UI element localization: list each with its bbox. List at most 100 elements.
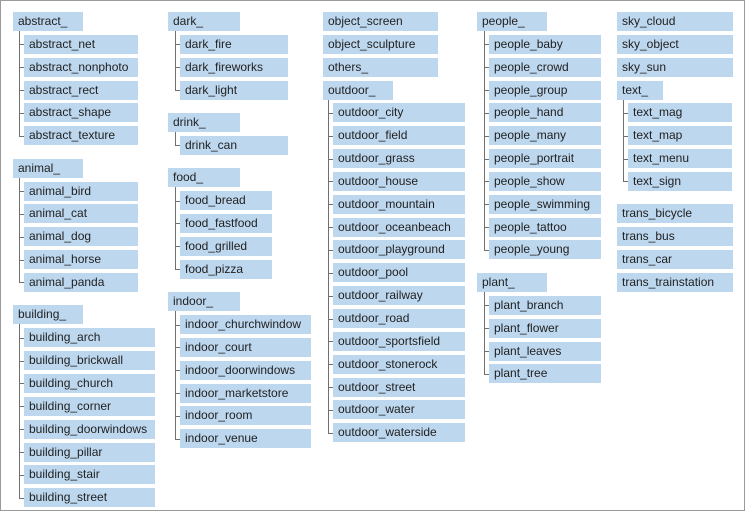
connector-branch (328, 113, 333, 114)
connector-branch (328, 319, 333, 320)
connector-branch (19, 361, 24, 362)
leaf-node-people-baby: people_baby (489, 35, 601, 54)
leaf-node-outdoor-oceanbeach: outdoor_oceanbeach (333, 218, 465, 237)
connector-branch (623, 136, 628, 137)
connector-branch (19, 136, 24, 137)
connector-branch (175, 269, 180, 270)
leaf-node-outdoor-city: outdoor_city (333, 103, 465, 122)
leaf-node-dark-light: dark_light (180, 81, 288, 100)
group-node-building: building_ (13, 305, 83, 324)
connector-branch (484, 136, 489, 137)
connector-branch (175, 67, 180, 68)
leaf-node-outdoor-pool: outdoor_pool (333, 263, 465, 282)
leaf-node-building-brickwall: building_brickwall (24, 351, 155, 370)
connector-branch (19, 475, 24, 476)
connector-branch (175, 44, 180, 45)
connector-branch (484, 113, 489, 114)
leaf-node-abstract-nonphoto: abstract_nonphoto (24, 58, 138, 77)
connector-branch (623, 113, 628, 114)
leaf-node-people-group: people_group (489, 81, 601, 100)
group-node-sky-sun: sky_sun (617, 58, 733, 77)
connector-trunk (328, 100, 329, 433)
connector-branch (328, 181, 333, 182)
connector-branch (328, 387, 333, 388)
connector-branch (328, 273, 333, 274)
leaf-node-abstract-texture: abstract_texture (24, 126, 138, 145)
connector-branch (328, 227, 333, 228)
connector-branch (175, 416, 180, 417)
leaf-node-plant-flower: plant_flower (489, 319, 601, 338)
leaf-node-building-pillar: building_pillar (24, 443, 155, 462)
connector-branch (484, 250, 489, 251)
leaf-node-people-many: people_many (489, 126, 601, 145)
connector-branch (19, 44, 24, 45)
group-node-dark: dark_ (168, 12, 240, 31)
connector-branch (19, 338, 24, 339)
connector-branch (19, 429, 24, 430)
group-node-trans-trainstation: trans_trainstation (617, 273, 733, 292)
leaf-node-people-show: people_show (489, 172, 601, 191)
leaf-node-people-crowd: people_crowd (489, 58, 601, 77)
connector-branch (19, 260, 24, 261)
leaf-node-outdoor-water: outdoor_water (333, 400, 465, 419)
leaf-node-plant-branch: plant_branch (489, 296, 601, 315)
connector-trunk (175, 31, 176, 90)
leaf-node-indoor-court: indoor_court (180, 338, 311, 357)
connector-trunk (175, 187, 176, 269)
group-node-animal: animal_ (13, 159, 83, 178)
connector-branch (19, 237, 24, 238)
leaf-node-drink-can: drink_can (180, 136, 288, 155)
leaf-node-animal-dog: animal_dog (24, 227, 138, 246)
leaf-node-text-sign: text_sign (628, 172, 732, 191)
connector-branch (175, 325, 180, 326)
leaf-node-abstract-shape: abstract_shape (24, 103, 138, 122)
leaf-node-outdoor-house: outdoor_house (333, 172, 465, 191)
group-node-indoor: indoor_ (168, 292, 240, 311)
leaf-node-people-swimming: people_swimming (489, 195, 601, 214)
connector-branch (623, 159, 628, 160)
connector-branch (19, 90, 24, 91)
connector-branch (175, 393, 180, 394)
connector-branch (328, 364, 333, 365)
connector-branch (484, 159, 489, 160)
connector-branch (19, 113, 24, 114)
connector-trunk (484, 31, 485, 250)
group-node-abstract: abstract_ (13, 12, 83, 31)
leaf-node-people-tattoo: people_tattoo (489, 218, 601, 237)
connector-branch (623, 181, 628, 182)
leaf-node-abstract-net: abstract_net (24, 35, 138, 54)
connector-branch (484, 227, 489, 228)
leaf-node-outdoor-sportsfield: outdoor_sportsfield (333, 332, 465, 351)
leaf-node-outdoor-mountain: outdoor_mountain (333, 195, 465, 214)
leaf-node-food-fastfood: food_fastfood (180, 214, 272, 233)
connector-branch (175, 145, 180, 146)
connector-branch (19, 282, 24, 283)
connector-branch (328, 159, 333, 160)
group-node-others: others_ (323, 58, 438, 77)
leaf-node-building-stair: building_stair (24, 465, 155, 484)
leaf-node-building-arch: building_arch (24, 328, 155, 347)
connector-branch (175, 370, 180, 371)
connector-branch (484, 351, 489, 352)
connector-branch (328, 410, 333, 411)
leaf-node-outdoor-waterside: outdoor_waterside (333, 423, 465, 442)
group-node-text: text_ (617, 81, 663, 100)
leaf-node-indoor-doorwindows: indoor_doorwindows (180, 361, 311, 380)
leaf-node-people-hand: people_hand (489, 103, 601, 122)
leaf-node-indoor-churchwindow: indoor_churchwindow (180, 315, 311, 334)
connector-branch (19, 191, 24, 192)
connector-branch (484, 181, 489, 182)
leaf-node-food-bread: food_bread (180, 191, 272, 210)
group-node-object-sculpture: object_sculpture (323, 35, 438, 54)
connector-branch (19, 498, 24, 499)
leaf-node-abstract-rect: abstract_rect (24, 81, 138, 100)
leaf-node-text-map: text_map (628, 126, 732, 145)
group-node-trans-car: trans_car (617, 250, 733, 269)
group-node-sky-cloud: sky_cloud (617, 12, 733, 31)
connector-branch (19, 214, 24, 215)
leaf-node-text-mag: text_mag (628, 103, 732, 122)
connector-branch (19, 406, 24, 407)
connector-trunk (19, 324, 20, 498)
connector-trunk (175, 132, 176, 145)
connector-branch (484, 305, 489, 306)
